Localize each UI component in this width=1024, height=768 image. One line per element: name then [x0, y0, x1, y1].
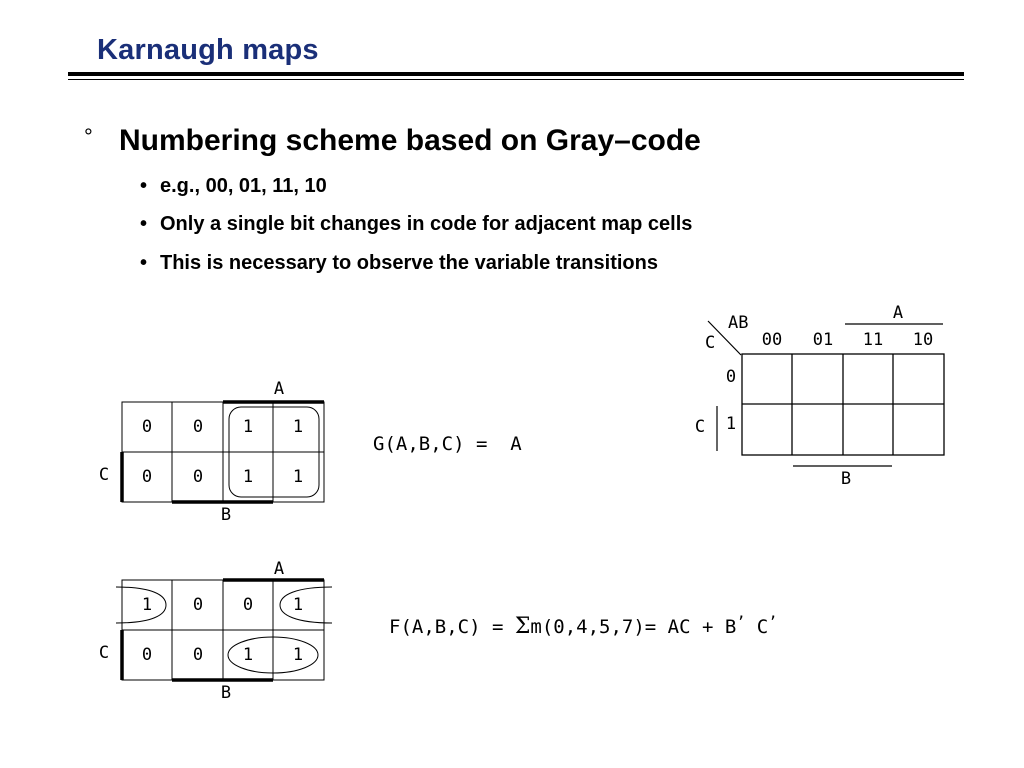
cell-value: 0 — [142, 417, 152, 437]
slide-title: Karnaugh maps — [97, 34, 319, 66]
cell-value: 1 — [243, 645, 253, 665]
equation-f-prefix: F(A,B,C) = — [389, 616, 515, 638]
bullet-dot-icon: • — [140, 175, 148, 197]
col-code: 11 — [863, 330, 883, 350]
label-b: B — [841, 469, 851, 489]
group-loop — [228, 406, 320, 498]
cell-value: 0 — [142, 467, 152, 487]
cell-value: 0 — [193, 645, 203, 665]
prime-mark: ’ — [736, 613, 745, 631]
cell-value: 1 — [293, 645, 303, 665]
group-loop — [227, 636, 319, 674]
cell-value: 0 — [142, 645, 152, 665]
col-code: 01 — [813, 330, 833, 350]
kmap-g: A C B 0 0 1 1 0 0 1 1 G(A,B,C) = A — [99, 379, 522, 525]
degree-bullet-icon: ° — [84, 124, 93, 149]
corner-diagonal — [707, 320, 742, 356]
sub-bullet-text: This is necessary to observe the variabl… — [160, 252, 658, 274]
cell-value: 0 — [243, 595, 253, 615]
equation-g: G(A,B,C) = A — [373, 433, 522, 455]
label-b: B — [221, 505, 231, 525]
sub-bullet: • e.g., 00, 01, 11, 10 — [140, 175, 327, 198]
cell-value: 1 — [142, 595, 152, 615]
col-code: 10 — [913, 330, 933, 350]
sub-bullet-text: e.g., 00, 01, 11, 10 — [160, 175, 327, 197]
cell-value: 1 — [243, 467, 253, 487]
title-rule-thin — [68, 79, 964, 80]
group-loop-wrap-right — [279, 586, 333, 624]
cell-value: 1 — [293, 417, 303, 437]
cell-value: 1 — [293, 595, 303, 615]
prime-mark: ’ — [768, 613, 777, 631]
sub-bullet-text: Only a single bit changes in code for ad… — [160, 213, 693, 235]
cell-value: 0 — [193, 417, 203, 437]
main-bullet-text: Numbering scheme based on Gray–code — [119, 124, 701, 157]
label-b: B — [221, 683, 231, 703]
equation-f-c: C — [745, 616, 768, 638]
label-c: C — [99, 643, 109, 663]
label-a: A — [274, 379, 284, 399]
kmap-template: AB C 00 01 11 10 A 0 1 C B — [695, 303, 945, 489]
kmap-f: A C B 1 0 0 1 0 0 1 1 F(A,B,C) = Σm(0,4,… — [99, 559, 777, 703]
label-c: C — [99, 465, 109, 485]
equation-f-terms: m(0,4,5,7)= AC + B — [530, 616, 736, 638]
sub-bullet: • This is necessary to observe the variab… — [140, 252, 658, 275]
title-rule — [68, 72, 964, 76]
cell-value: 1 — [243, 417, 253, 437]
label-a: A — [893, 303, 903, 323]
cell-value: 0 — [193, 467, 203, 487]
row-code: 1 — [726, 414, 736, 434]
bullet-dot-icon: • — [140, 213, 148, 235]
row-code: 0 — [726, 367, 736, 387]
sub-bullet: • Only a single bit changes in code for a… — [140, 213, 692, 236]
label-c: C — [695, 417, 705, 437]
col-code: 00 — [762, 330, 782, 350]
group-loop-wrap-left — [115, 586, 167, 624]
corner-label-ab: AB — [728, 313, 748, 333]
corner-label-c: C — [705, 333, 715, 353]
label-a: A — [274, 559, 284, 579]
sigma-symbol: Σ — [515, 614, 531, 639]
cell-value: 1 — [293, 467, 303, 487]
cell-value: 0 — [193, 595, 203, 615]
bullet-dot-icon: • — [140, 252, 148, 274]
equation-f: F(A,B,C) = Σm(0,4,5,7)= AC + B’ C’ — [389, 613, 777, 639]
